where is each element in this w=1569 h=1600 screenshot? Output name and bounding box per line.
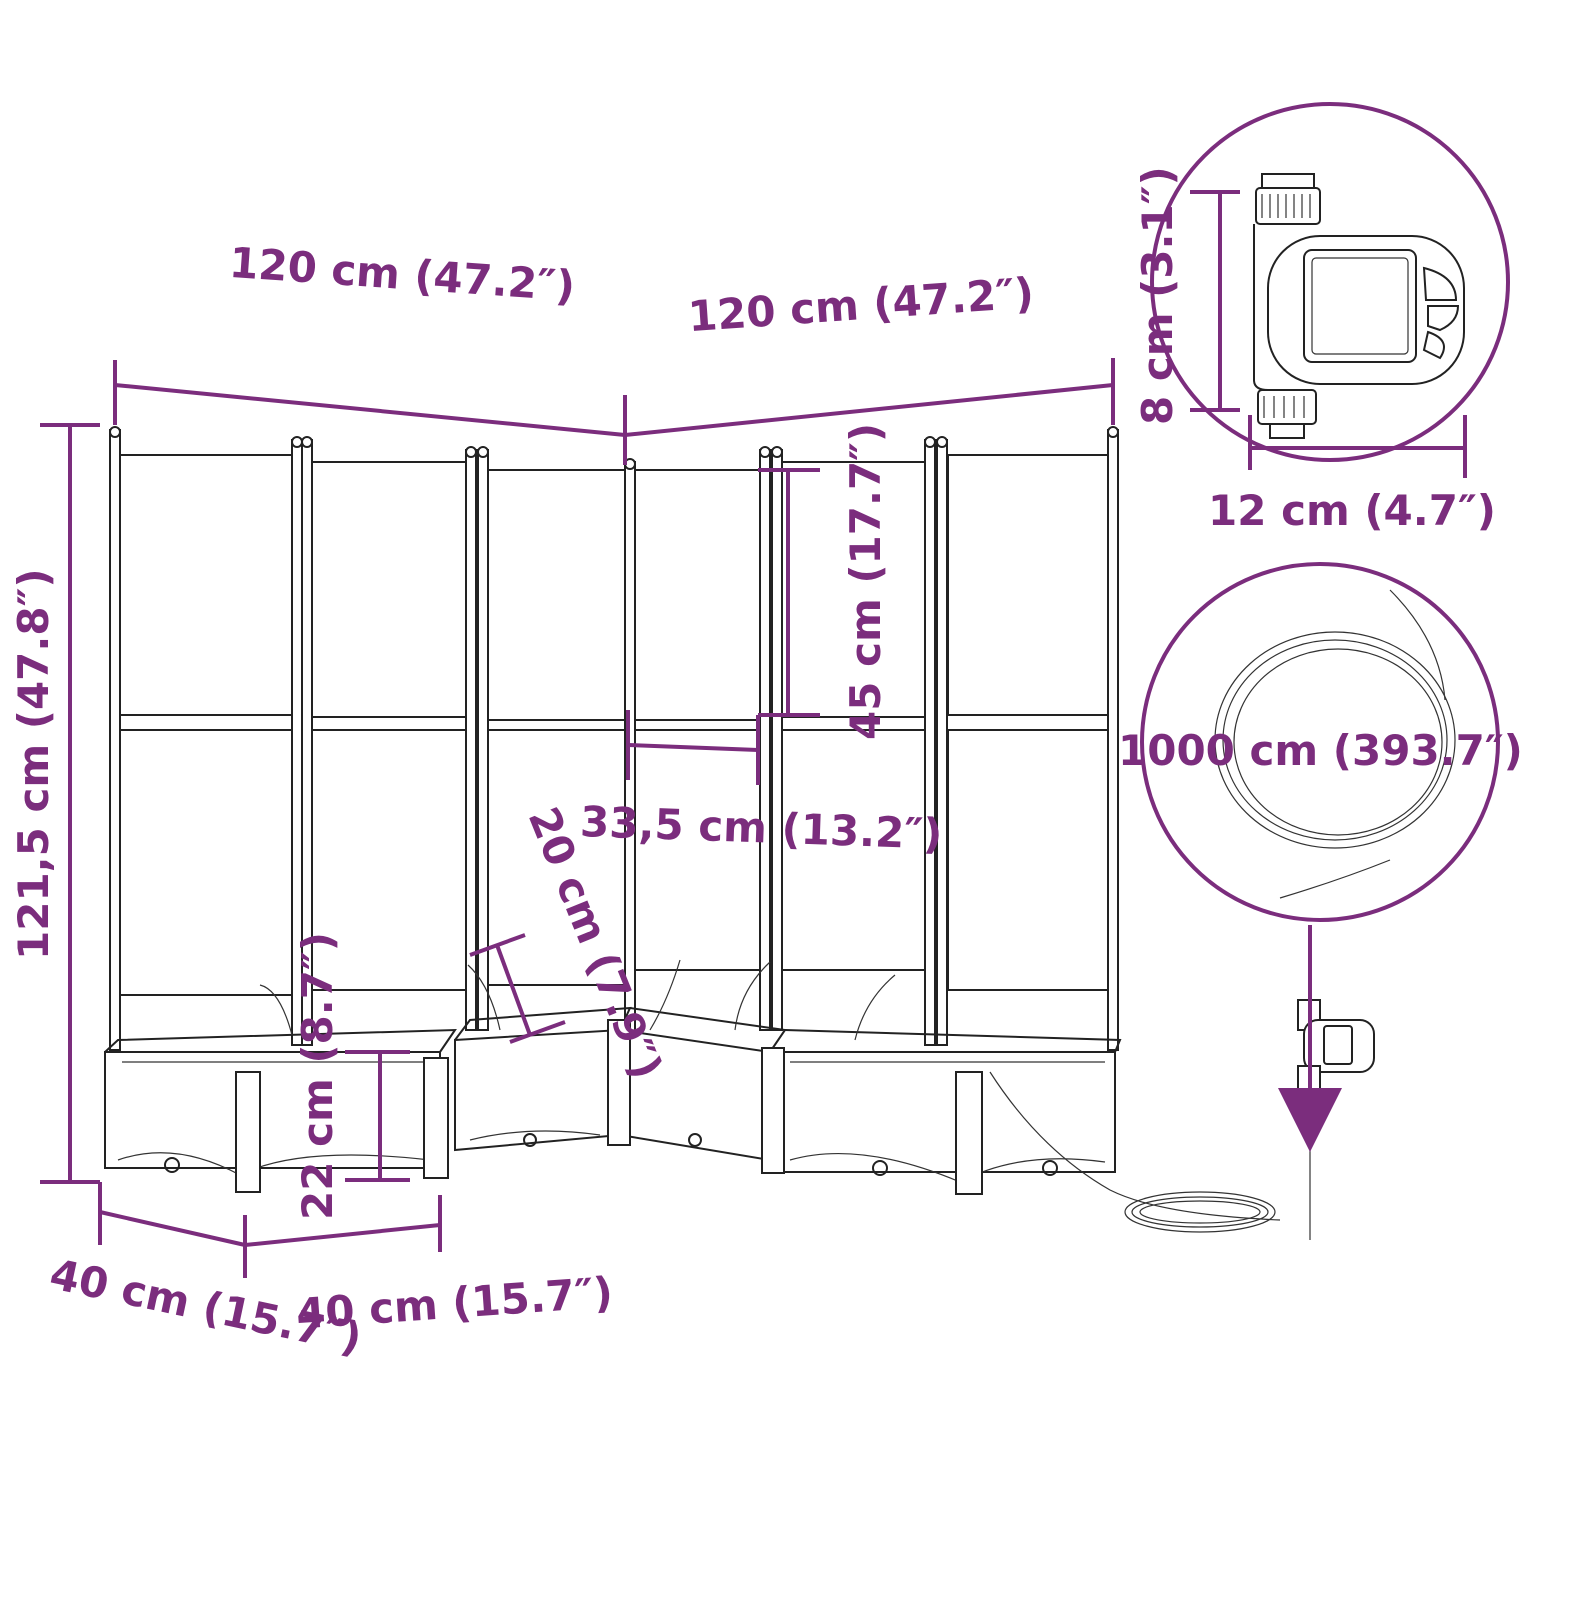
- panel-height-label: 45 cm (17.7″): [841, 423, 890, 740]
- water-timer-icon: [1253, 173, 1465, 439]
- ground-hose-coil: [1124, 1191, 1276, 1233]
- controller-detail: [1150, 102, 1510, 462]
- box-height-label: 22 cm (8.7″): [293, 932, 342, 1220]
- trellis-panels: [117, 454, 1114, 996]
- hose-detail: [1140, 562, 1500, 922]
- controller-height-label: 8 cm (3.1″): [1133, 166, 1182, 425]
- planter-boxes: [104, 1006, 1122, 1195]
- height-label: 121,5 cm (47.8″): [9, 568, 58, 960]
- depth-front-label: 40 cm (15.7″): [295, 1268, 615, 1339]
- irrigation-tubes: [259, 959, 1281, 1221]
- width-left-label: 120 cm (47.2″): [228, 238, 577, 311]
- hose-length-label: 1000 cm (393.7″): [1118, 726, 1523, 775]
- width-right-label: 120 cm (47.2″): [686, 268, 1035, 341]
- hose-coil-icon: [1214, 589, 1456, 899]
- dimension-lines: [40, 190, 1467, 1278]
- controller-width-label: 12 cm (4.7″): [1208, 486, 1496, 535]
